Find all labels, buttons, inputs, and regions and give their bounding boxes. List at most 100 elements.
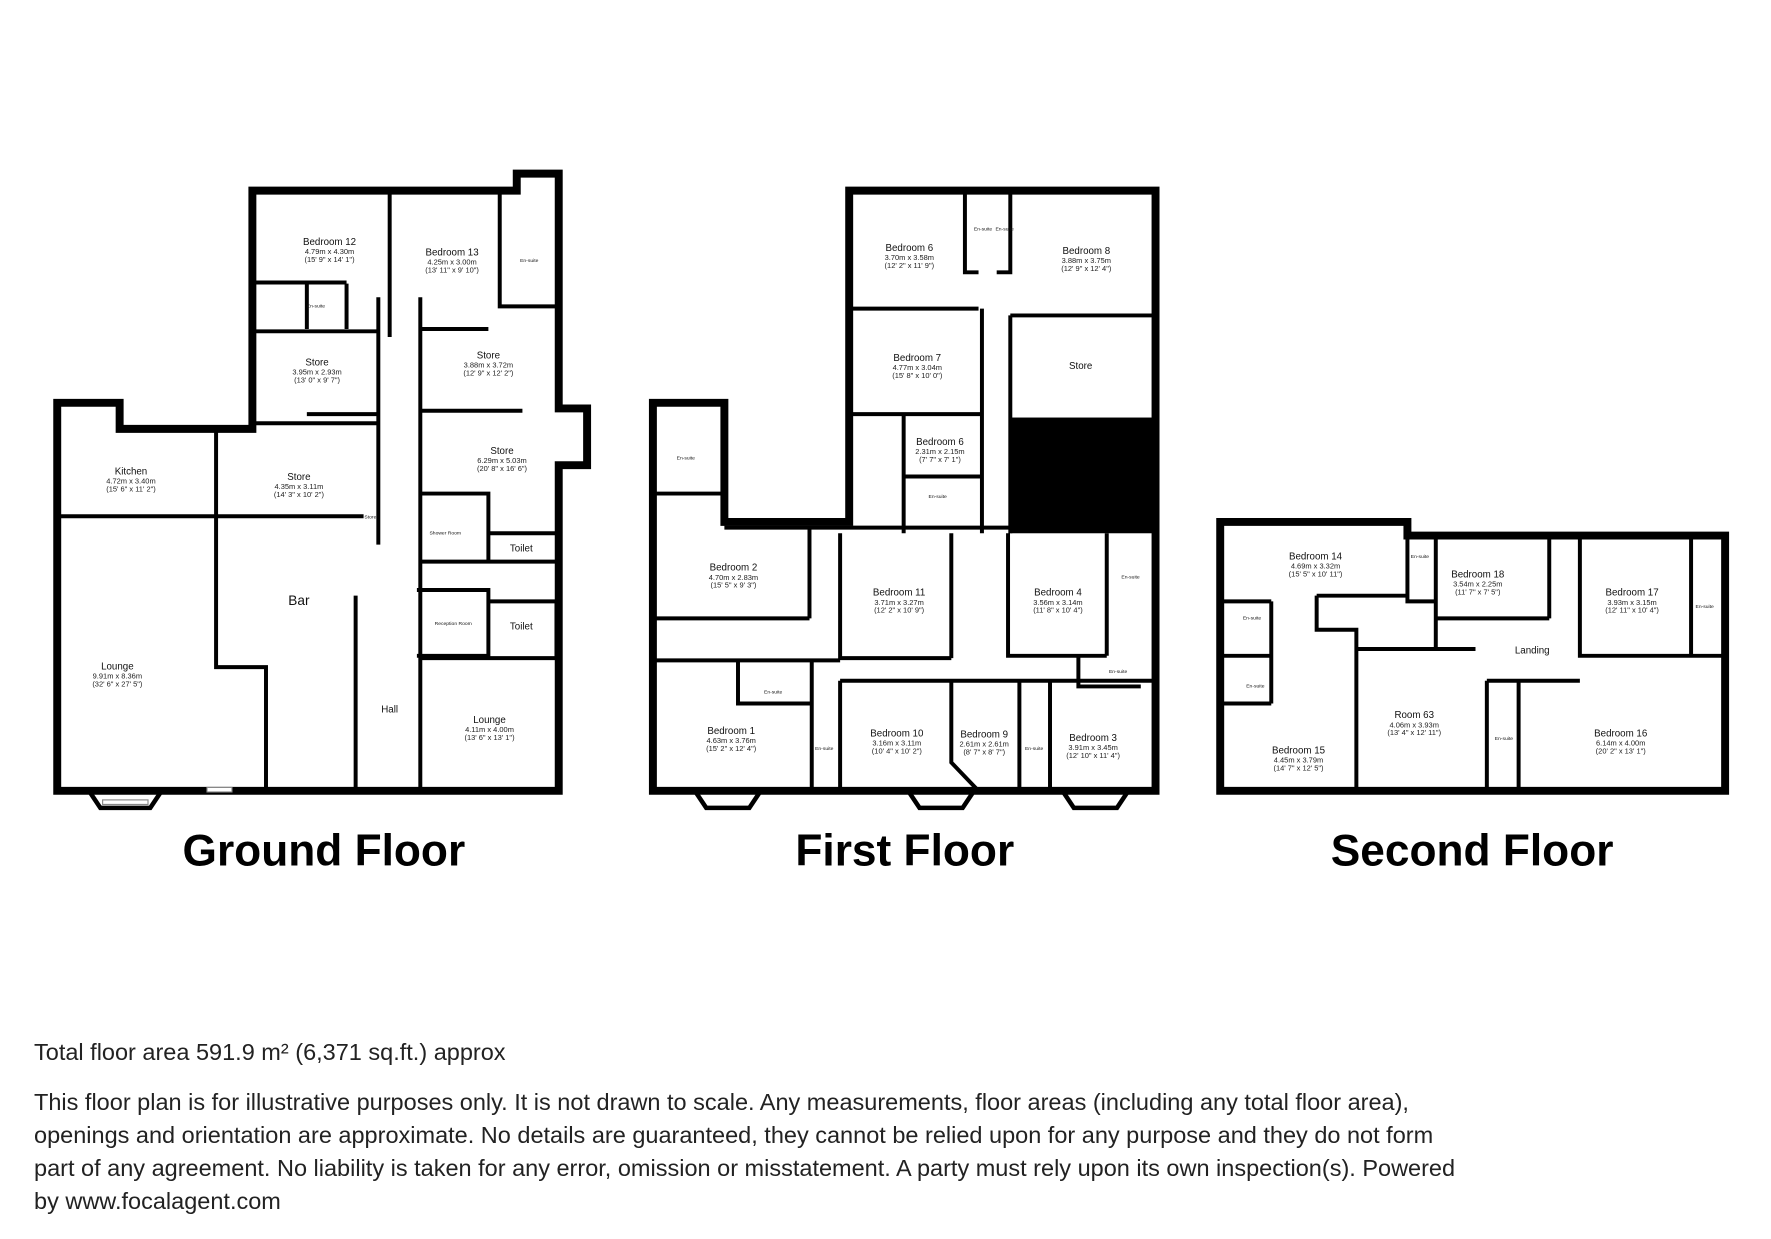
room-label: En-suite	[1121, 575, 1140, 581]
total-floor-area: Total floor area 591.9 m² (6,371 sq.ft.)…	[34, 1039, 506, 1065]
room-name: Store	[1069, 361, 1092, 372]
room-label: En-suite	[929, 494, 948, 500]
room-dimensions-metric: 3.71m x 3.27m	[874, 598, 923, 607]
room-name: Bedroom 15	[1272, 745, 1326, 756]
room-label: En-suite	[764, 689, 783, 695]
room-name: Store	[477, 351, 500, 362]
room-name: Bedroom 8	[1062, 246, 1110, 257]
room-dimensions-metric: 6.29m x 5.03m	[477, 456, 526, 465]
disclaimer-line: openings and orientation are approximate…	[34, 1122, 1434, 1148]
room-dimensions-imperial: (12' 2" x 11' 9")	[885, 261, 935, 270]
room-name: En-suite	[995, 226, 1014, 232]
room-dimensions-metric: 3.56m x 3.14m	[1033, 598, 1082, 607]
room-name: Bedroom 12	[303, 237, 356, 248]
room-dimensions-metric: 4.45m x 3.79m	[1274, 755, 1323, 764]
room-name: Lounge	[101, 661, 134, 672]
room-dimensions-imperial: (15' 9" x 14' 1")	[304, 255, 355, 264]
room-dimensions-imperial: (13' 6" x 13' 1")	[464, 733, 515, 742]
room-dimensions-metric: 4.11m x 4.00m	[465, 725, 514, 734]
room-dimensions-imperial: (20' 2" x 13' 1")	[1596, 746, 1647, 755]
disclaimer: This floor plan is for illustrative purp…	[34, 1086, 1455, 1218]
room-label: En-suite	[307, 303, 326, 309]
room-dimensions-metric: 3.95m x 2.93m	[292, 367, 341, 376]
room-label: En-suite	[1109, 669, 1128, 675]
room-name: Bedroom 6	[885, 243, 933, 254]
first-floor-plan	[648, 186, 1160, 811]
room-name: En-suite	[929, 494, 948, 500]
room-name: Bar	[288, 593, 310, 608]
room-name: Bedroom 7	[893, 353, 941, 364]
room-dimensions-metric: 3.93m x 3.15m	[1607, 598, 1656, 607]
room-name: Bedroom 13	[426, 247, 479, 258]
room-dimensions-imperial: (15' 5" x 10' 11")	[1289, 569, 1343, 578]
room-label: Bedroom 134.25m x 3.00m(13' 11" x 9' 10"…	[425, 247, 479, 274]
room-dimensions-metric: 3.70m x 3.58m	[885, 253, 934, 262]
room-label: Room 634.06m x 3.93m(13' 4" x 12' 11")	[1387, 710, 1441, 737]
room-dimensions-imperial: (15' 8" x 10' 0")	[892, 371, 943, 380]
room-name: Hall	[381, 705, 398, 716]
room-name: Shower Room	[429, 530, 461, 536]
room-name: En-suite	[815, 746, 834, 752]
disclaimer-line: part of any agreement. No liability is t…	[34, 1155, 1456, 1181]
room-dimensions-imperial: (13' 4" x 12' 11")	[1387, 728, 1441, 737]
room-name: Bedroom 1	[707, 726, 755, 737]
room-name: Bedroom 6	[916, 437, 964, 448]
room-label: Bedroom 183.54m x 2.25m(11' 7" x 7' 5")	[1451, 570, 1504, 597]
room-label: Bedroom 103.16m x 3.11m(10' 4" x 10' 2")	[870, 728, 924, 755]
room-name: Bedroom 4	[1034, 588, 1082, 599]
room-label: En-suite	[1495, 736, 1514, 742]
room-name: En-suite	[307, 303, 326, 309]
room-dimensions-imperial: (15' 6" x 11' 2")	[106, 484, 156, 493]
room-label: Store	[364, 515, 376, 521]
room-label: Bedroom 33.91m x 3.45m(12' 10" x 11' 4")	[1066, 733, 1120, 760]
room-dimensions-imperial: (11' 7" x 7' 5")	[1455, 588, 1501, 597]
room-name: Landing	[1515, 646, 1550, 657]
room-label: Bar	[288, 593, 310, 608]
room-name: En-suite	[1109, 669, 1128, 675]
floor-title: Second Floor	[1331, 827, 1614, 876]
room-name: Room 63	[1394, 710, 1434, 721]
floor-title: First Floor	[795, 827, 1014, 876]
room-label: En-suite	[995, 226, 1014, 232]
room-dimensions-imperial: (15' 2" x 12' 4")	[706, 744, 757, 753]
room-name: Bedroom 3	[1069, 733, 1117, 744]
room-label: En-suite	[1025, 746, 1044, 752]
room-name: Kitchen	[115, 466, 148, 477]
room-dimensions-metric: 4.35m x 3.11m	[274, 482, 323, 491]
room-label: En-suite	[520, 258, 539, 264]
room-dimensions-metric: 4.63m x 3.76m	[706, 736, 755, 745]
room-dimensions-metric: 4.79m x 4.30m	[305, 247, 354, 256]
room-label: Bedroom 173.93m x 3.15m(12' 11" x 10' 4"…	[1605, 588, 1659, 615]
room-name: Bedroom 10	[870, 728, 924, 739]
room-dimensions-imperial: (13' 0" x 9' 7")	[294, 375, 340, 384]
room-dimensions-imperial: (32' 6" x 27' 5")	[92, 679, 143, 688]
room-dimensions-imperial: (12' 10" x 11' 4")	[1066, 751, 1120, 760]
room-label: Hall	[381, 705, 398, 716]
room-name: Bedroom 16	[1594, 728, 1647, 739]
room-dimensions-imperial: (14' 7" x 12' 5")	[1273, 763, 1324, 772]
room-dimensions-metric: 9.91m x 8.36m	[93, 671, 142, 680]
room-dimensions-metric: 6.14m x 4.00m	[1596, 738, 1645, 747]
room-label: En-suite	[1696, 604, 1715, 610]
room-label: Bedroom 14.63m x 3.76m(15' 2" x 12' 4")	[706, 726, 757, 753]
room-name: Toilet	[510, 622, 533, 633]
room-dimensions-metric: 3.88m x 3.72m	[464, 361, 513, 370]
room-label: En-suite	[815, 746, 834, 752]
room-label: Bedroom 83.88m x 3.75m(12' 9" x 12' 4")	[1061, 246, 1112, 273]
room-dimensions-metric: 3.54m x 2.25m	[1453, 580, 1502, 589]
room-label: En-suite	[974, 226, 993, 232]
room-name: En-suite	[1121, 575, 1140, 581]
room-name: Toilet	[510, 543, 533, 554]
room-name: En-suite	[1243, 615, 1262, 621]
room-label: Bedroom 63.70m x 3.58m(12' 2" x 11' 9")	[885, 243, 935, 270]
room-dimensions-imperial: (12' 11" x 10' 4")	[1605, 606, 1659, 615]
room-name: Store	[287, 472, 310, 483]
room-dimensions-metric: 3.91m x 3.45m	[1068, 743, 1117, 752]
second-floor-plan	[1216, 517, 1730, 795]
